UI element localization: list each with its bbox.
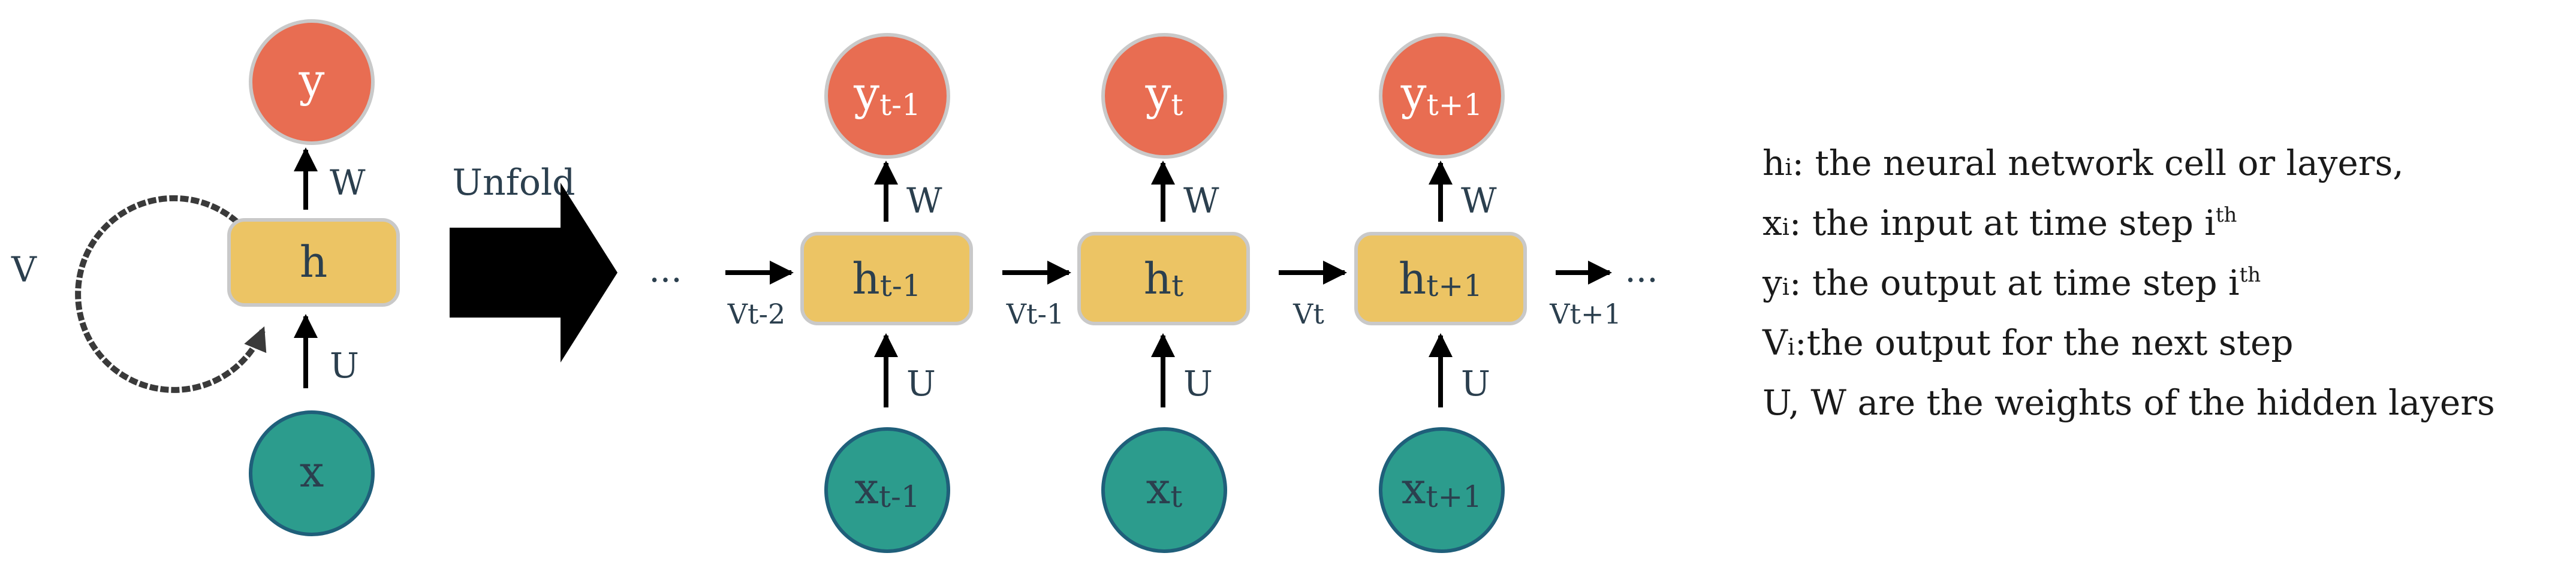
- unfold-label: Unfold: [452, 162, 575, 204]
- folded-hidden-node: [227, 218, 400, 307]
- v-label-2: Vt: [1292, 298, 1324, 330]
- v-label-1: Vt-1: [1006, 298, 1065, 330]
- folded-input-node: [249, 410, 375, 536]
- legend-item-y: yi: the output at time step ith: [1762, 253, 2566, 313]
- output-node: [1379, 33, 1505, 159]
- legend-subscript: i: [1785, 154, 1792, 180]
- legend-subscript: i: [1782, 214, 1789, 240]
- v-label-3: Vt+1: [1549, 298, 1622, 330]
- legend-symbol: h: [1762, 143, 1785, 183]
- unfolded-rnn: ... ... Vt-2 Vt-1 Vt Vt+1 yt-1 W ht-1 U …: [649, 33, 1658, 553]
- w-label: W: [1461, 180, 1497, 221]
- folded-output-node: [249, 19, 375, 145]
- u-label: U: [1183, 363, 1213, 404]
- time-step-1: yt W ht U xt: [1077, 33, 1250, 553]
- legend-symbol: V: [1762, 322, 1788, 363]
- legend-text: U, W are the weights of the hidden layer…: [1762, 382, 2495, 423]
- ellipsis-right: ...: [1625, 249, 1658, 290]
- legend-symbol: y: [1762, 262, 1782, 303]
- legend-subscript: i: [1787, 334, 1795, 360]
- input-node: [824, 427, 950, 553]
- u-label: U: [1461, 363, 1490, 404]
- legend-item-v: Vi:the output for the next step: [1762, 313, 2566, 373]
- v-label-0: Vt-2: [727, 298, 786, 330]
- input-label: xt: [1146, 463, 1183, 514]
- w-label: W: [1183, 180, 1219, 221]
- w-label: W: [906, 180, 942, 221]
- recurrent-loop-arrow: [75, 195, 267, 393]
- legend: hi: the neural network cell or layers, x…: [1762, 133, 2566, 433]
- time-step-2: yt+1 W ht+1 U xt+1: [1354, 33, 1527, 553]
- output-label: yt-1: [853, 67, 921, 122]
- output-label: yt+1: [1400, 67, 1483, 122]
- input-label: xt+1: [1402, 463, 1482, 514]
- ellipsis-left: ...: [649, 249, 682, 290]
- folded-w-label: W: [330, 162, 366, 203]
- hidden-node: [1077, 232, 1250, 325]
- folded-u-label: U: [330, 345, 359, 386]
- unfold-arrow-icon: [450, 183, 617, 362]
- legend-text: : the output at time step i: [1789, 262, 2240, 303]
- folded-hidden-label: h: [300, 237, 327, 287]
- time-step-0: yt-1 W ht-1 U xt-1: [800, 33, 973, 553]
- folded-v-label: V: [11, 249, 37, 290]
- hidden-label: ht+1: [1399, 253, 1483, 304]
- legend-symbol: x: [1762, 203, 1782, 243]
- folded-rnn: V y W h U x: [11, 19, 400, 536]
- hidden-label: ht-1: [852, 253, 921, 304]
- input-node: [1101, 427, 1227, 553]
- output-node: [1101, 33, 1227, 159]
- legend-subscript: i: [1782, 274, 1789, 300]
- input-label: xt-1: [854, 463, 920, 514]
- output-node: [824, 33, 950, 159]
- output-label: yt: [1144, 67, 1183, 122]
- legend-text: :the output for the next step: [1795, 322, 2294, 363]
- legend-item-x: xi: the input at time step ith: [1762, 193, 2566, 253]
- input-node: [1379, 427, 1505, 553]
- hidden-label: ht: [1144, 253, 1183, 304]
- u-label: U: [906, 363, 936, 404]
- legend-text: : the input at time step i: [1789, 203, 2216, 243]
- unfold-transition: Unfold: [450, 162, 617, 362]
- legend-item-h: hi: the neural network cell or layers,: [1762, 133, 2566, 193]
- legend-item-weights: U, W are the weights of the hidden layer…: [1762, 373, 2566, 433]
- hidden-node: [1354, 232, 1527, 325]
- legend-superscript: th: [2239, 263, 2261, 287]
- folded-output-label: y: [299, 53, 325, 107]
- legend-text: : the neural network cell or layers,: [1792, 143, 2404, 183]
- legend-superscript: th: [2215, 203, 2237, 227]
- folded-input-label: x: [300, 446, 324, 497]
- hidden-node: [800, 232, 973, 325]
